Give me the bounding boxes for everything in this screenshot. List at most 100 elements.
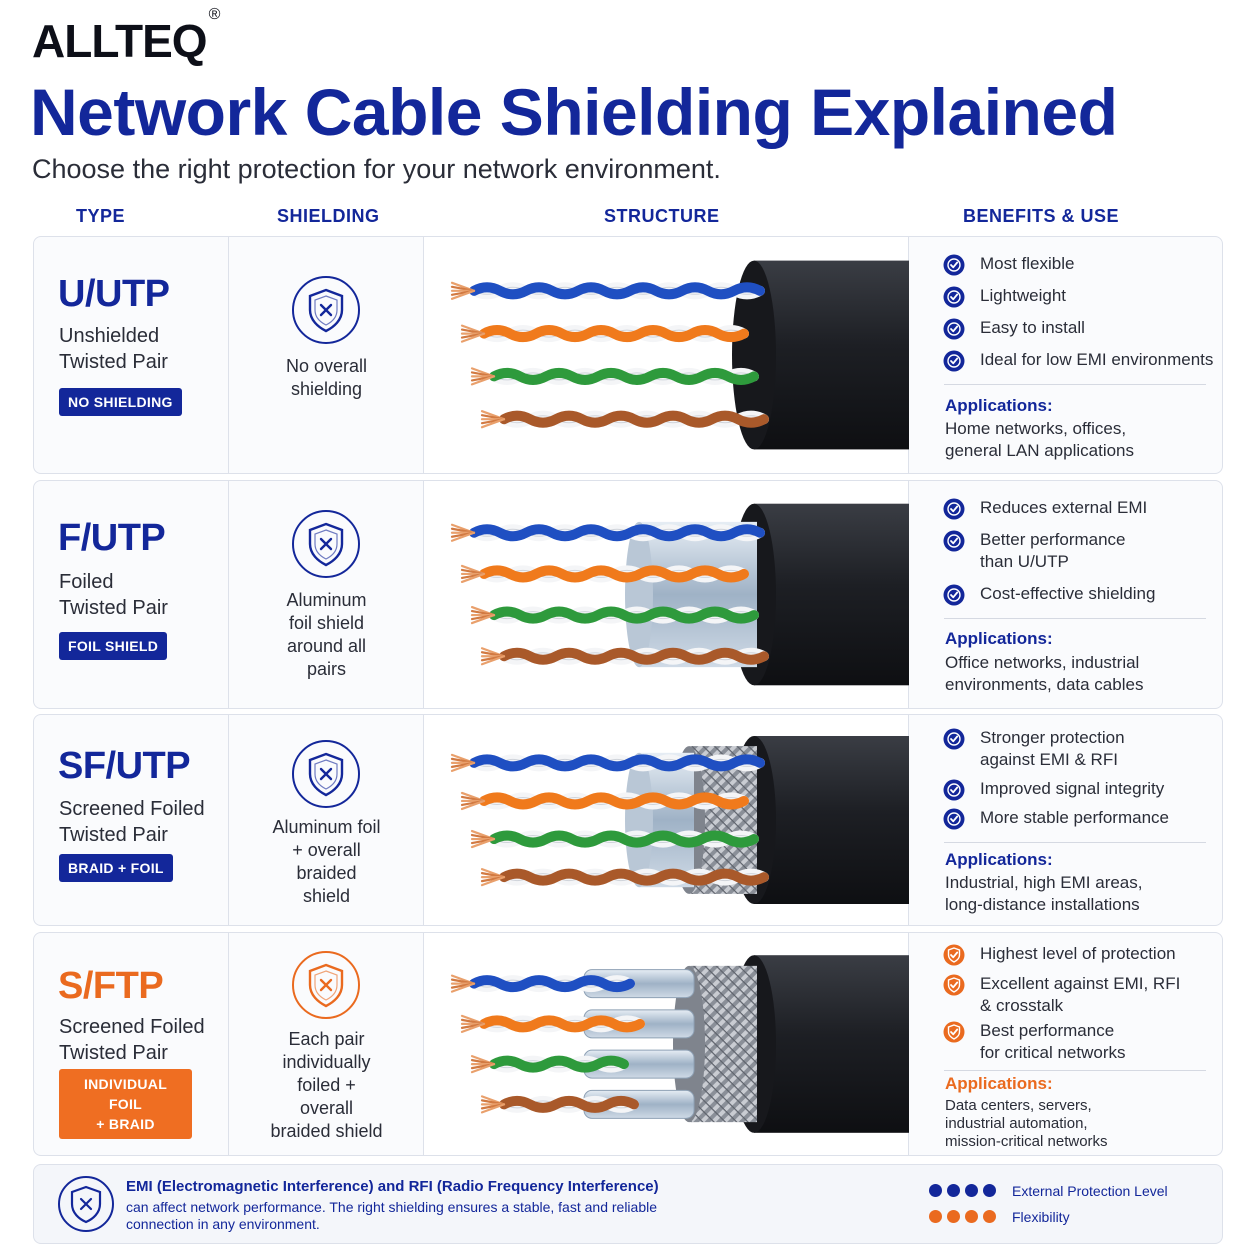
benefits-divider bbox=[944, 618, 1206, 619]
legend-dot bbox=[983, 1184, 996, 1197]
shielding-badge: BRAID + FOIL bbox=[59, 854, 173, 882]
benefit-item: More stable performance bbox=[980, 807, 1220, 829]
text-line: Unshielded bbox=[59, 325, 160, 347]
benefit-item: Lightweight bbox=[980, 285, 1220, 307]
cable-structure-illustration bbox=[450, 260, 909, 450]
check-badge-icon bbox=[943, 350, 965, 372]
shielding-badge: FOIL SHIELD bbox=[59, 632, 168, 660]
text-line: foiled + bbox=[297, 1075, 356, 1095]
text-line: Data centers, servers, bbox=[945, 1097, 1092, 1114]
text-line: NO SHIELDING bbox=[68, 394, 173, 410]
legend-dot bbox=[965, 1184, 978, 1197]
text-line: industrial automation, bbox=[945, 1115, 1088, 1132]
text-line: for critical networks bbox=[980, 1043, 1126, 1062]
registered-mark: ® bbox=[208, 5, 221, 23]
cable-type-code: S/FTP bbox=[58, 965, 164, 1007]
shielding-description: No overall shielding bbox=[229, 355, 424, 401]
shield-x-icon bbox=[292, 951, 360, 1019]
text-line: & crosstalk bbox=[980, 996, 1064, 1015]
text-line: Cost-effective shielding bbox=[980, 584, 1156, 603]
cable-type-code: SF/UTP bbox=[58, 745, 191, 787]
cable-structure-illustration bbox=[450, 955, 909, 1133]
text-line: No overall bbox=[285, 356, 368, 376]
footer-title: EMI (Electromagnetic Interference) and R… bbox=[126, 1178, 659, 1195]
benefit-item: Improved signal integrity bbox=[980, 778, 1220, 800]
benefit-item: Most flexible bbox=[980, 253, 1220, 275]
text-line: shield bbox=[302, 886, 351, 906]
column-header-benefits: BENEFITS & USE bbox=[963, 206, 1120, 226]
check-badge-icon bbox=[943, 498, 965, 520]
text-line: braided shield bbox=[270, 1121, 383, 1141]
brand-logo: ALLTEQ® bbox=[32, 6, 220, 68]
text-line: shielding bbox=[290, 379, 363, 399]
shield-check-icon bbox=[943, 1021, 965, 1043]
text-line: long-distance installations bbox=[945, 895, 1140, 914]
check-badge-icon bbox=[943, 808, 965, 830]
benefits-divider bbox=[944, 384, 1206, 385]
text-line: Stronger protection bbox=[980, 728, 1125, 747]
shield-check-icon bbox=[943, 974, 965, 996]
applications-label: Applications: bbox=[945, 850, 1053, 869]
text-line: Office networks, industrial bbox=[945, 653, 1140, 672]
benefits-divider bbox=[944, 1070, 1206, 1071]
footer-text: can affect network performance. The righ… bbox=[126, 1199, 658, 1232]
text-line: Foiled bbox=[59, 571, 114, 593]
legend-flexibility: Flexibility bbox=[1012, 1209, 1070, 1225]
text-line: Twisted Pair bbox=[59, 351, 168, 373]
text-line: foil shield bbox=[288, 613, 365, 633]
text-line: pairs bbox=[306, 659, 346, 679]
structure-cell bbox=[424, 715, 909, 925]
structure-cell bbox=[424, 933, 909, 1155]
benefit-item: Ideal for low EMI environments bbox=[980, 349, 1220, 371]
text-line: Best performance bbox=[980, 1021, 1115, 1040]
benefit-item: Excellent against EMI, RFI& crosstalk bbox=[980, 973, 1220, 1017]
check-badge-icon bbox=[943, 286, 965, 308]
text-line: environments, data cables bbox=[945, 675, 1144, 694]
text-line: + overall bbox=[292, 840, 361, 860]
text-line: Aluminum foil bbox=[272, 817, 381, 837]
shield-x-icon bbox=[292, 510, 360, 578]
shielding-badge: NO SHIELDING bbox=[59, 388, 182, 416]
shield-check-icon bbox=[943, 944, 965, 966]
text-line: Improved signal integrity bbox=[980, 779, 1165, 798]
text-line: BRAID + FOIL bbox=[68, 860, 164, 876]
protection-level-dots bbox=[929, 1184, 996, 1197]
check-badge-icon bbox=[943, 254, 965, 276]
benefits-divider bbox=[944, 842, 1206, 843]
text-line: Home networks, offices, bbox=[945, 419, 1127, 438]
check-badge-icon bbox=[943, 318, 965, 340]
text-line: Aluminum bbox=[286, 590, 367, 610]
legend-protection-level: External Protection Level bbox=[1012, 1183, 1168, 1199]
applications-label: Applications: bbox=[945, 629, 1053, 648]
structure-cell bbox=[424, 237, 909, 473]
column-header-type: TYPE bbox=[76, 206, 126, 226]
text-line: Better performance bbox=[980, 530, 1126, 549]
text-line: FOIL SHIELD bbox=[68, 638, 159, 654]
text-line: individually bbox=[282, 1052, 371, 1072]
cable-type-code: F/UTP bbox=[58, 517, 166, 559]
shield-x-icon bbox=[58, 1176, 114, 1232]
text-line: Twisted Pair bbox=[59, 824, 168, 846]
applications-text: Office networks, industrial environments,… bbox=[945, 652, 1215, 696]
cable-type-code: U/UTP bbox=[58, 273, 170, 315]
text-line: around all bbox=[286, 636, 367, 656]
footer-note: EMI (Electromagnetic Interference) and R… bbox=[33, 1164, 1223, 1244]
page-title: Network Cable Shielding Explained bbox=[30, 75, 1118, 149]
page-subtitle: Choose the right protection for your net… bbox=[32, 154, 721, 184]
cable-structure-illustration bbox=[450, 736, 909, 904]
text-line: Twisted Pair bbox=[59, 597, 168, 619]
text-line: More stable performance bbox=[980, 808, 1169, 827]
shielding-description: Aluminum foil shield around all pairs bbox=[229, 589, 424, 681]
text-line: Easy to install bbox=[980, 318, 1085, 337]
